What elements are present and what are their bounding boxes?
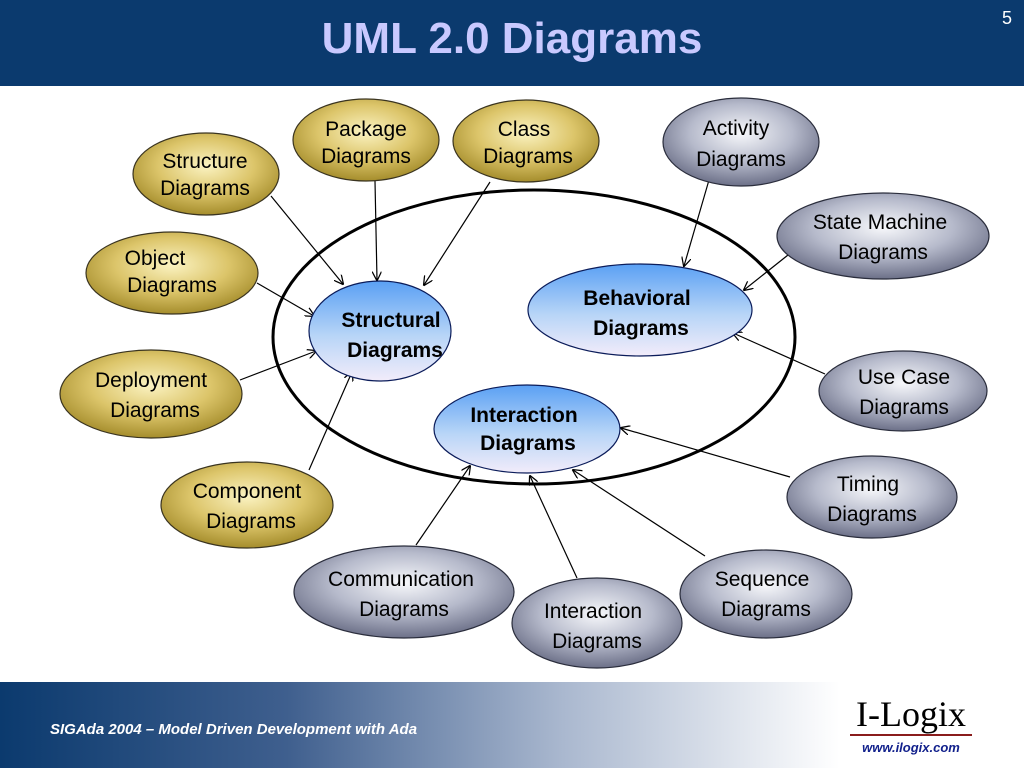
node-package-line1: Package	[325, 118, 407, 141]
connector-structure-structural	[270, 195, 343, 284]
connector-interactionouter-interaction	[530, 476, 578, 579]
node-use-case-line1: Use Case	[858, 366, 950, 389]
node-state-machine-line2: Diagrams	[838, 241, 928, 264]
node-interaction-center: Interaction Diagrams	[433, 384, 621, 474]
node-structural-line1: Structural	[341, 309, 440, 332]
logo-text: I-Logix	[856, 694, 966, 734]
node-state-machine: State Machine Diagrams	[776, 192, 990, 280]
node-structural-line2: Diagrams	[347, 339, 443, 362]
ilogix-logo: I-Logix www.ilogix.com	[846, 694, 976, 755]
node-communication-line2: Diagrams	[359, 598, 449, 621]
logo-divider	[850, 734, 972, 736]
node-timing: Timing Diagrams	[786, 455, 958, 539]
node-class: Class Diagrams	[452, 99, 600, 183]
node-communication: Communication Diagrams	[293, 545, 515, 639]
node-timing-line2: Diagrams	[827, 503, 917, 526]
connector-usecase-behavioral	[733, 333, 826, 375]
node-behavioral-line1: Behavioral	[583, 287, 690, 310]
node-sequence: Sequence Diagrams	[679, 549, 853, 639]
node-interaction-outer-line1: Interaction	[544, 600, 642, 623]
node-object: Object Diagrams	[85, 231, 259, 315]
node-behavioral-line2: Diagrams	[593, 317, 689, 340]
node-structure: Structure Diagrams	[132, 132, 280, 216]
node-structure-line1: Structure	[162, 150, 247, 173]
node-activity-line1: Activity	[703, 117, 770, 140]
logo-url: www.ilogix.com	[862, 740, 960, 755]
node-use-case: Use Case Diagrams	[818, 350, 988, 432]
footer-text: SIGAda 2004 – Model Driven Development w…	[50, 721, 418, 738]
node-structure-line2: Diagrams	[160, 177, 250, 200]
node-state-machine-line1: State Machine	[813, 211, 947, 234]
node-timing-line1: Timing	[837, 473, 899, 496]
node-sequence-line1: Sequence	[715, 568, 810, 591]
node-interaction-center-line1: Interaction	[470, 404, 577, 427]
node-component: Component Diagrams	[160, 461, 334, 549]
node-package: Package Diagrams	[292, 98, 440, 182]
node-component-line1: Component	[193, 480, 302, 503]
slide-title: UML 2.0 Diagrams	[321, 14, 703, 63]
node-sequence-line2: Diagrams	[721, 598, 811, 621]
node-interaction-outer: Interaction Diagrams	[511, 577, 683, 669]
node-deployment-line1: Deployment	[95, 369, 207, 392]
page-number: 5	[1001, 8, 1012, 28]
connector-package-structural	[375, 180, 377, 280]
connectors	[239, 179, 826, 579]
connector-activity-behavioral	[684, 179, 710, 266]
connector-statemachine-behavioral	[744, 254, 789, 290]
connector-object-structural	[256, 282, 314, 316]
connector-component-structural	[308, 372, 352, 471]
connector-deployment-structural	[239, 351, 316, 381]
node-package-line2: Diagrams	[321, 145, 411, 168]
node-component-line2: Diagrams	[206, 510, 296, 533]
node-object-line1: Object	[125, 247, 186, 270]
node-structural: Structural Diagrams	[308, 280, 452, 382]
node-deployment-line2: Diagrams	[110, 399, 200, 422]
node-class-line2: Diagrams	[483, 145, 573, 168]
node-behavioral: Behavioral Diagrams	[527, 263, 753, 357]
connector-communication-interaction	[415, 466, 470, 546]
node-interaction-outer-line2: Diagrams	[552, 630, 642, 653]
node-use-case-line2: Diagrams	[859, 396, 949, 419]
node-deployment: Deployment Diagrams	[59, 349, 243, 439]
header-bar: UML 2.0 Diagrams 5	[0, 0, 1024, 86]
node-communication-line1: Communication	[328, 568, 474, 591]
node-class-line1: Class	[498, 118, 551, 141]
node-activity: Activity Diagrams	[662, 97, 820, 187]
node-interaction-center-line2: Diagrams	[480, 432, 576, 455]
connector-class-structural	[424, 181, 491, 285]
footer-bar: SIGAda 2004 – Model Driven Development w…	[0, 682, 1024, 768]
node-activity-line2: Diagrams	[696, 148, 786, 171]
node-object-line2: Diagrams	[127, 274, 217, 297]
connector-sequence-interaction	[573, 470, 706, 557]
connector-timing-interaction	[621, 428, 791, 478]
